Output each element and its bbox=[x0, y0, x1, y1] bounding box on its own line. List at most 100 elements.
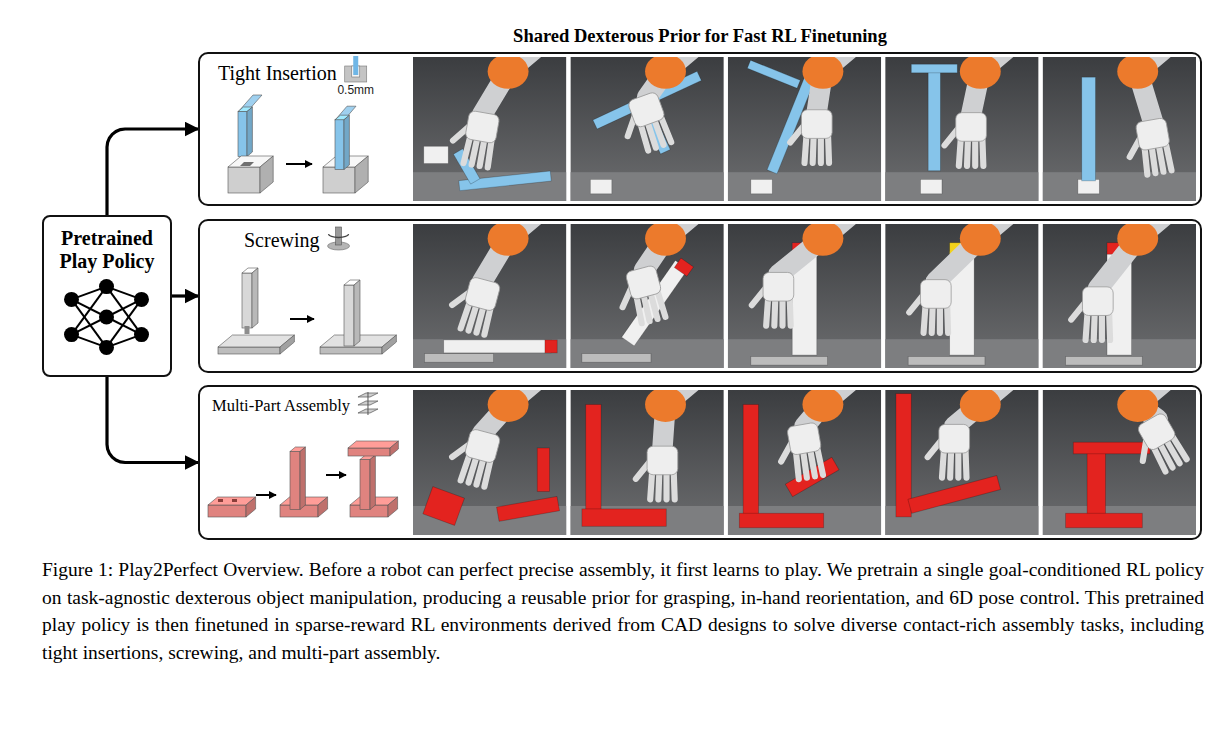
robot-photo bbox=[1043, 224, 1196, 368]
hand-finger bbox=[483, 307, 491, 335]
network-neuron bbox=[64, 327, 79, 342]
object-part bbox=[423, 487, 465, 526]
panel-title: Tight Insertion bbox=[218, 62, 337, 85]
hand-palm bbox=[939, 424, 970, 453]
hand-finger bbox=[1166, 142, 1172, 170]
robot-photo bbox=[885, 390, 1038, 535]
object-part bbox=[911, 64, 957, 73]
object-part bbox=[908, 356, 985, 365]
robot-photo bbox=[570, 57, 723, 201]
prism-front bbox=[360, 460, 370, 510]
panel-title: Multi-Part Assembly bbox=[212, 397, 350, 416]
robot-hand bbox=[636, 446, 678, 499]
panel-illustration bbox=[218, 204, 1196, 368]
robot-hand bbox=[775, 422, 826, 482]
object-part bbox=[908, 475, 1001, 513]
peg-icon bbox=[353, 56, 358, 75]
robot-hand bbox=[752, 272, 794, 325]
hand-finger bbox=[947, 304, 948, 333]
network-neuron bbox=[134, 327, 149, 342]
prism-front bbox=[344, 285, 354, 346]
robot-photo bbox=[413, 57, 566, 201]
object-part bbox=[674, 258, 693, 276]
prism-side bbox=[318, 497, 328, 517]
connector-arrow bbox=[107, 129, 198, 215]
object-part bbox=[920, 179, 941, 193]
object-part bbox=[1078, 179, 1099, 193]
prism-front bbox=[218, 347, 280, 354]
panel-illustration bbox=[228, 37, 1196, 201]
thread-part bbox=[245, 326, 250, 334]
arm-joint bbox=[960, 57, 1001, 89]
figure-title: Shared Dexterous Prior for Fast RL Finet… bbox=[198, 25, 1202, 47]
robot-hand bbox=[1126, 412, 1189, 479]
hand-finger bbox=[674, 471, 675, 500]
robot-hand bbox=[945, 113, 987, 166]
robot-photo bbox=[413, 224, 566, 368]
peg-part bbox=[335, 115, 349, 169]
table-surface bbox=[570, 172, 723, 201]
object-part bbox=[747, 60, 800, 88]
object-part bbox=[425, 354, 494, 363]
prism-side bbox=[280, 335, 294, 354]
robot-photo bbox=[413, 390, 566, 535]
arm-joint bbox=[645, 57, 686, 89]
rotation-icon bbox=[329, 234, 349, 238]
label-block: 0.5mm bbox=[337, 84, 374, 97]
object-part bbox=[928, 70, 940, 171]
robot-photo bbox=[885, 224, 1038, 368]
panel-illustration bbox=[208, 370, 1196, 535]
prism-side bbox=[388, 497, 398, 517]
robot-arm bbox=[482, 57, 549, 115]
hand-finger bbox=[790, 297, 791, 326]
hand-palm bbox=[801, 110, 832, 139]
connector-arrow bbox=[172, 294, 198, 297]
prism-front bbox=[335, 120, 344, 170]
base-block bbox=[208, 497, 256, 517]
stack-axis-icon bbox=[367, 392, 368, 415]
robot-arm bbox=[482, 224, 549, 282]
hand-palm bbox=[1135, 117, 1170, 151]
prism-side bbox=[370, 455, 375, 510]
object-part bbox=[622, 260, 688, 345]
robot-photo bbox=[1043, 390, 1196, 535]
hand-finger bbox=[965, 449, 966, 478]
object-part bbox=[424, 146, 449, 163]
hand-palm bbox=[464, 276, 501, 312]
caption-block: Figure 1: Play2Perfect Overview. Before … bbox=[42, 556, 1204, 667]
figure-caption: Figure 1: Play2Perfect Overview. Before … bbox=[42, 556, 1204, 667]
robot-hand bbox=[447, 425, 501, 487]
table-surface bbox=[885, 172, 1038, 201]
prism-front bbox=[208, 505, 246, 517]
object-part bbox=[582, 354, 651, 363]
network-link bbox=[72, 287, 107, 335]
table-surface bbox=[1043, 506, 1196, 535]
robot-photo bbox=[728, 224, 881, 368]
prism-side bbox=[300, 447, 305, 510]
arm-joint bbox=[802, 390, 843, 422]
block-hole bbox=[232, 499, 237, 502]
hand-palm bbox=[920, 280, 951, 309]
object-part bbox=[751, 179, 772, 193]
prism-side bbox=[344, 115, 349, 169]
prism-side bbox=[354, 280, 360, 346]
connector-arrow bbox=[107, 377, 198, 463]
arm-joint bbox=[645, 390, 686, 422]
step-arrow bbox=[326, 474, 346, 476]
object-part bbox=[582, 509, 666, 526]
arm-joint bbox=[802, 57, 843, 89]
network-link bbox=[72, 299, 107, 347]
post-part bbox=[290, 447, 305, 510]
arm-joint bbox=[645, 224, 686, 256]
prism-front bbox=[228, 167, 260, 193]
network-link bbox=[107, 299, 142, 347]
object-part bbox=[590, 179, 611, 193]
object-part bbox=[497, 496, 560, 521]
task-panel: Multi-Part Assembly bbox=[198, 385, 1202, 540]
hand-finger bbox=[982, 137, 983, 166]
prism-front bbox=[348, 448, 390, 456]
hand-palm bbox=[763, 272, 794, 301]
post-part bbox=[360, 455, 375, 510]
prism-front bbox=[320, 347, 382, 354]
